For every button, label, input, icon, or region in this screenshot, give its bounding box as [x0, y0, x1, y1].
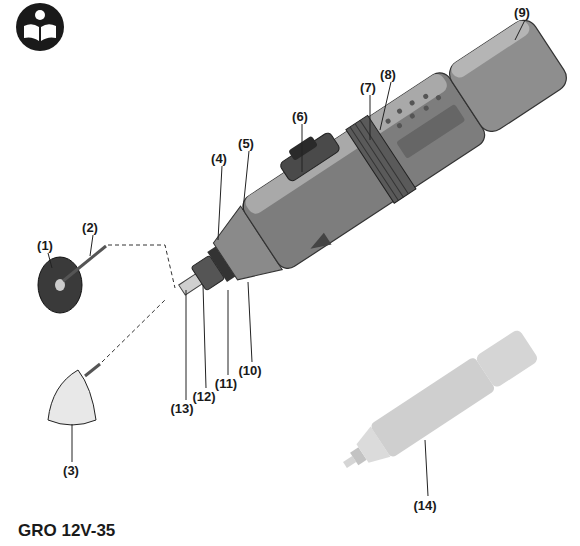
- cutting-disc: [38, 246, 106, 313]
- tool-ghost: [334, 327, 540, 481]
- callout-number: (7): [360, 81, 376, 94]
- manual-icon: [16, 3, 64, 51]
- callout-number: (14): [413, 499, 436, 512]
- callout-number: (5): [238, 137, 254, 150]
- callout-number: (1): [37, 239, 53, 252]
- callout-number: (10): [238, 364, 261, 377]
- callout-number: (3): [63, 464, 79, 477]
- callout-number: (13): [170, 402, 193, 415]
- callout-number: (12): [192, 390, 215, 403]
- callout-number: (2): [82, 221, 98, 234]
- callout-number: (8): [380, 68, 396, 81]
- leader-lines: [48, 20, 525, 496]
- assembly-lines: [102, 245, 175, 362]
- callout-number: (4): [211, 152, 227, 165]
- grinding-stone: [48, 364, 100, 425]
- callout-number: (9): [514, 6, 530, 19]
- callout-number: (11): [215, 377, 237, 390]
- model-caption: GRO 12V-35: [18, 522, 115, 539]
- callout-number: (6): [292, 110, 308, 123]
- rotary-tool: [150, 0, 574, 327]
